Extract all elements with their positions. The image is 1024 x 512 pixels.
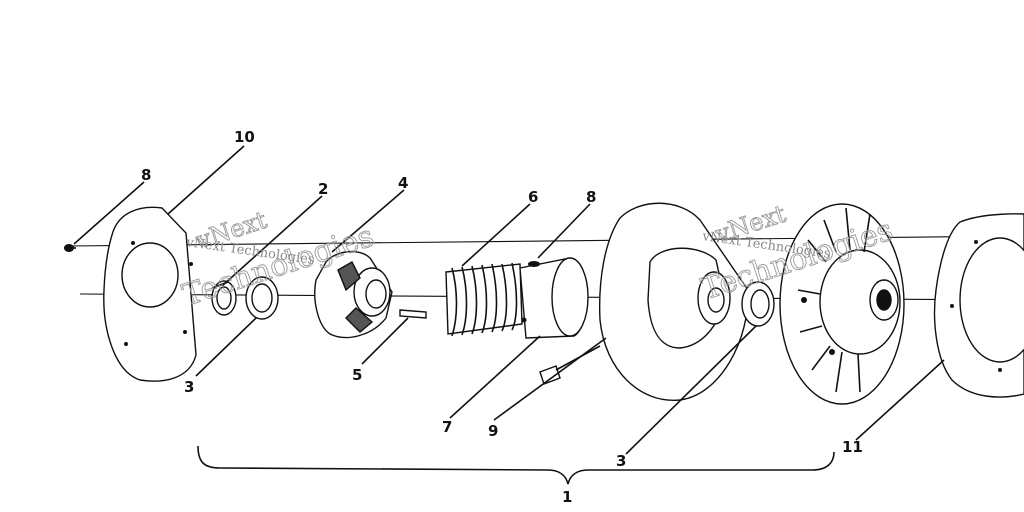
callout-9: 9	[488, 422, 498, 440]
callout-8-mid: 8	[586, 188, 596, 206]
callout-8-left: 8	[141, 166, 151, 184]
callout-1: 1	[562, 488, 572, 506]
part-11-cover	[933, 213, 1024, 398]
sheave-fixed	[779, 203, 905, 405]
part-10-cover	[103, 206, 197, 382]
leader-lines	[73, 145, 945, 455]
sheave-moveable	[598, 202, 749, 401]
group-bracket	[197, 445, 835, 485]
part-8-pin	[64, 244, 76, 252]
part-5-pin	[399, 309, 427, 319]
part-3-washer-right	[741, 281, 775, 327]
part-7-sleeve	[519, 257, 589, 339]
callout-3-right: 3	[616, 452, 626, 470]
part-8-pin-mid	[528, 261, 540, 267]
part-3-washer-left	[245, 276, 279, 320]
callout-10: 10	[234, 128, 255, 146]
callout-6: 6	[528, 188, 538, 206]
callout-2: 2	[318, 180, 328, 198]
callout-3-left: 3	[184, 378, 194, 396]
callout-7: 7	[442, 418, 452, 436]
callout-5: 5	[352, 366, 362, 384]
callout-11: 11	[842, 438, 863, 456]
part-6-spring	[445, 262, 523, 337]
callout-4: 4	[398, 174, 408, 192]
part-2-ring	[211, 280, 237, 316]
part-4-cam	[314, 251, 393, 339]
